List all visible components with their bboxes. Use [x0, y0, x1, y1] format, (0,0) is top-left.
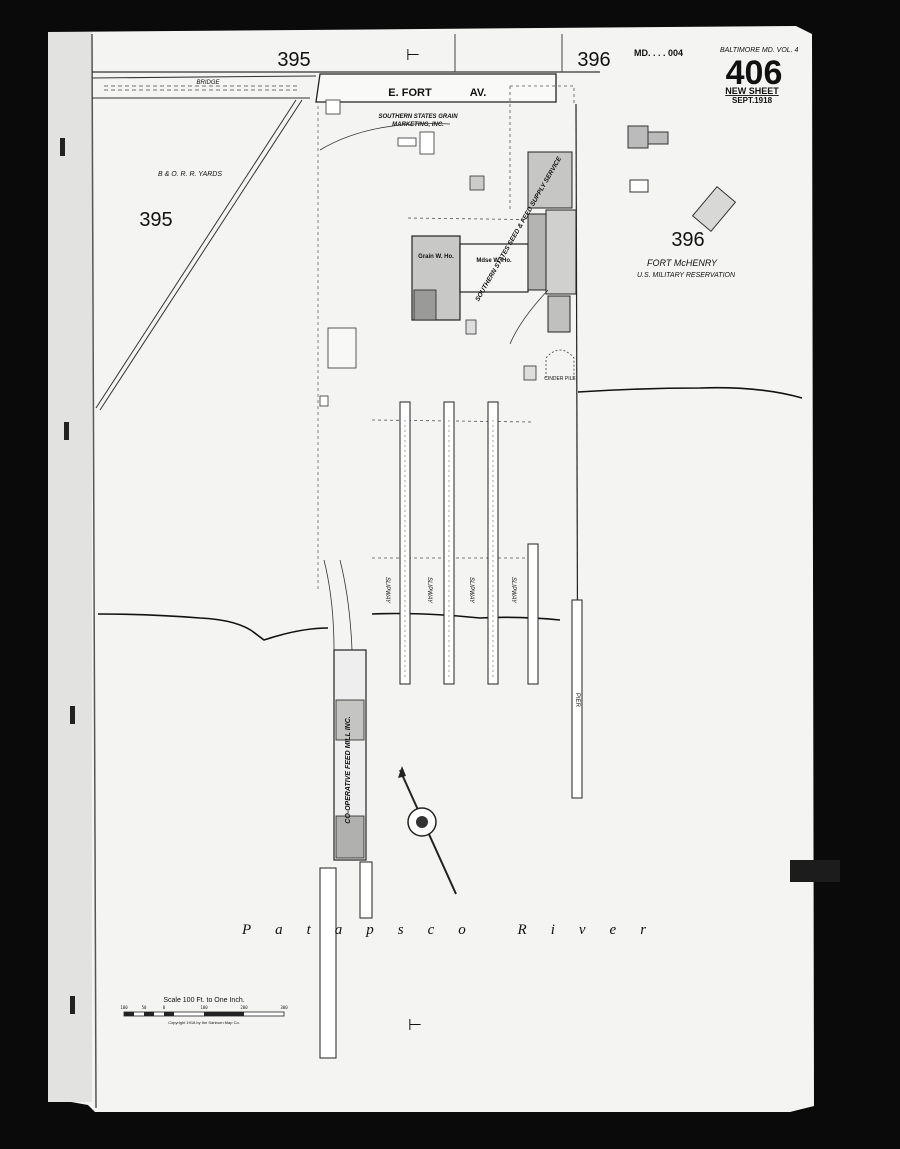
fort-building — [629, 179, 649, 193]
scale-tick: 100 — [120, 1005, 128, 1010]
fort-subtitle-label: U.S. MILITARY RESERVATION — [637, 272, 736, 279]
sheet-tab — [790, 860, 840, 882]
grain-warehouse-annex — [413, 289, 437, 321]
scale-tick: 50 — [142, 1005, 147, 1010]
mill-pier — [319, 867, 337, 1059]
cinder-pile-outline — [545, 349, 575, 378]
binding-margin — [48, 32, 92, 1102]
state-code: MD. . . . 004 — [634, 48, 683, 58]
grid-mark: ⊢ — [408, 1017, 422, 1034]
scale-bar — [123, 1011, 285, 1017]
slip-pier — [527, 543, 539, 685]
e-fort-avenue — [315, 73, 557, 103]
shed — [319, 395, 329, 407]
rail-spur — [323, 559, 335, 651]
sheet-number: 406 — [726, 54, 783, 92]
compass-rose — [398, 766, 457, 895]
new-sheet-label: NEW SHEET — [725, 86, 779, 96]
small-structure — [397, 137, 417, 147]
bridge-line — [91, 75, 317, 79]
office-building — [527, 151, 573, 209]
mdse-warehouse-label: Mdse W. Ho. — [476, 258, 512, 264]
shoreline-east — [577, 386, 803, 399]
bridge-label: BRIDGE — [196, 80, 220, 86]
small-structure — [469, 175, 485, 191]
fort-name-label: FORT McHENRY — [647, 258, 718, 268]
binding-hole — [60, 138, 65, 156]
fort-building — [647, 131, 669, 145]
fort-building — [691, 186, 737, 232]
slip-pier — [487, 401, 499, 685]
river-label: Patapsco River — [241, 922, 670, 938]
grain-warehouse-label: Grain W. Ho. — [418, 254, 454, 260]
fort-building — [627, 125, 649, 149]
fort-pier — [571, 599, 583, 799]
slip-pier — [443, 401, 455, 685]
small-structure — [419, 131, 435, 155]
slipway-label: SLIPWAY — [468, 577, 474, 604]
binding-hole — [70, 996, 75, 1014]
rail-spur — [339, 559, 353, 651]
rail-track — [99, 99, 303, 411]
dwelling — [327, 327, 357, 369]
mdse-warehouse — [459, 243, 529, 293]
copyright-line: Copyright 1918 by the Sanborn Map Co. — [168, 1020, 240, 1025]
rail-siding — [319, 123, 451, 151]
small-structure — [325, 99, 341, 115]
adjacent-sheet-left: 395 — [277, 49, 310, 71]
feed-mill-section — [335, 815, 365, 859]
street-label-av: AV. — [470, 87, 487, 99]
fort-pier-label: PIER — [574, 693, 580, 708]
southern-states-label-2: MARKETING, INC. — [392, 122, 444, 128]
scale-tick: 100 — [200, 1005, 208, 1010]
rail-track — [95, 99, 297, 409]
feed-mill-label: CO-OPERATIVE FEED MILL INC. — [345, 716, 352, 824]
slipway-label: SLIPWAY — [426, 577, 432, 604]
slip-pier — [399, 401, 411, 685]
mill-pier-stub — [359, 861, 373, 919]
rear-building — [547, 295, 571, 333]
sheet-date: SEPT.1918 — [732, 96, 773, 105]
adjacent-sheet-right: 396 — [577, 49, 610, 71]
left-border-line — [91, 33, 97, 1109]
scale-tick: 300 — [280, 1005, 288, 1010]
map-paper — [48, 26, 814, 1112]
yards-label: B & O. R. R. YARDS — [158, 171, 222, 178]
binding-hole — [64, 422, 69, 440]
shed — [465, 319, 477, 335]
street-label-fort: E. FORT — [388, 87, 432, 99]
volume-label: BALTIMORE MD. VOL. 4 — [720, 47, 799, 54]
shed — [523, 365, 537, 381]
feed-building — [545, 209, 577, 295]
rail-curve — [509, 289, 549, 345]
scale-tick: 0 — [163, 1005, 166, 1010]
north-tick-mark: ⊢ — [406, 47, 420, 64]
scale-title: Scale 100 Ft. to One Inch. — [163, 997, 244, 1004]
slipway-label: SLIPWAY — [510, 577, 516, 604]
slipway-label: SLIPWAY — [384, 577, 390, 604]
warehouse-bay — [527, 213, 547, 291]
fort-sheet-number: 396 — [671, 229, 704, 251]
cinder-pile-label: CINDER PILE — [544, 376, 576, 382]
feed-mill-section — [335, 699, 365, 741]
binding-hole — [70, 706, 75, 724]
scale-tick: 200 — [240, 1005, 248, 1010]
yards-sheet-number: 395 — [139, 209, 172, 231]
southern-states-label-1: SOUTHERN STATES GRAIN — [378, 114, 458, 120]
shoreline-west — [97, 613, 329, 641]
